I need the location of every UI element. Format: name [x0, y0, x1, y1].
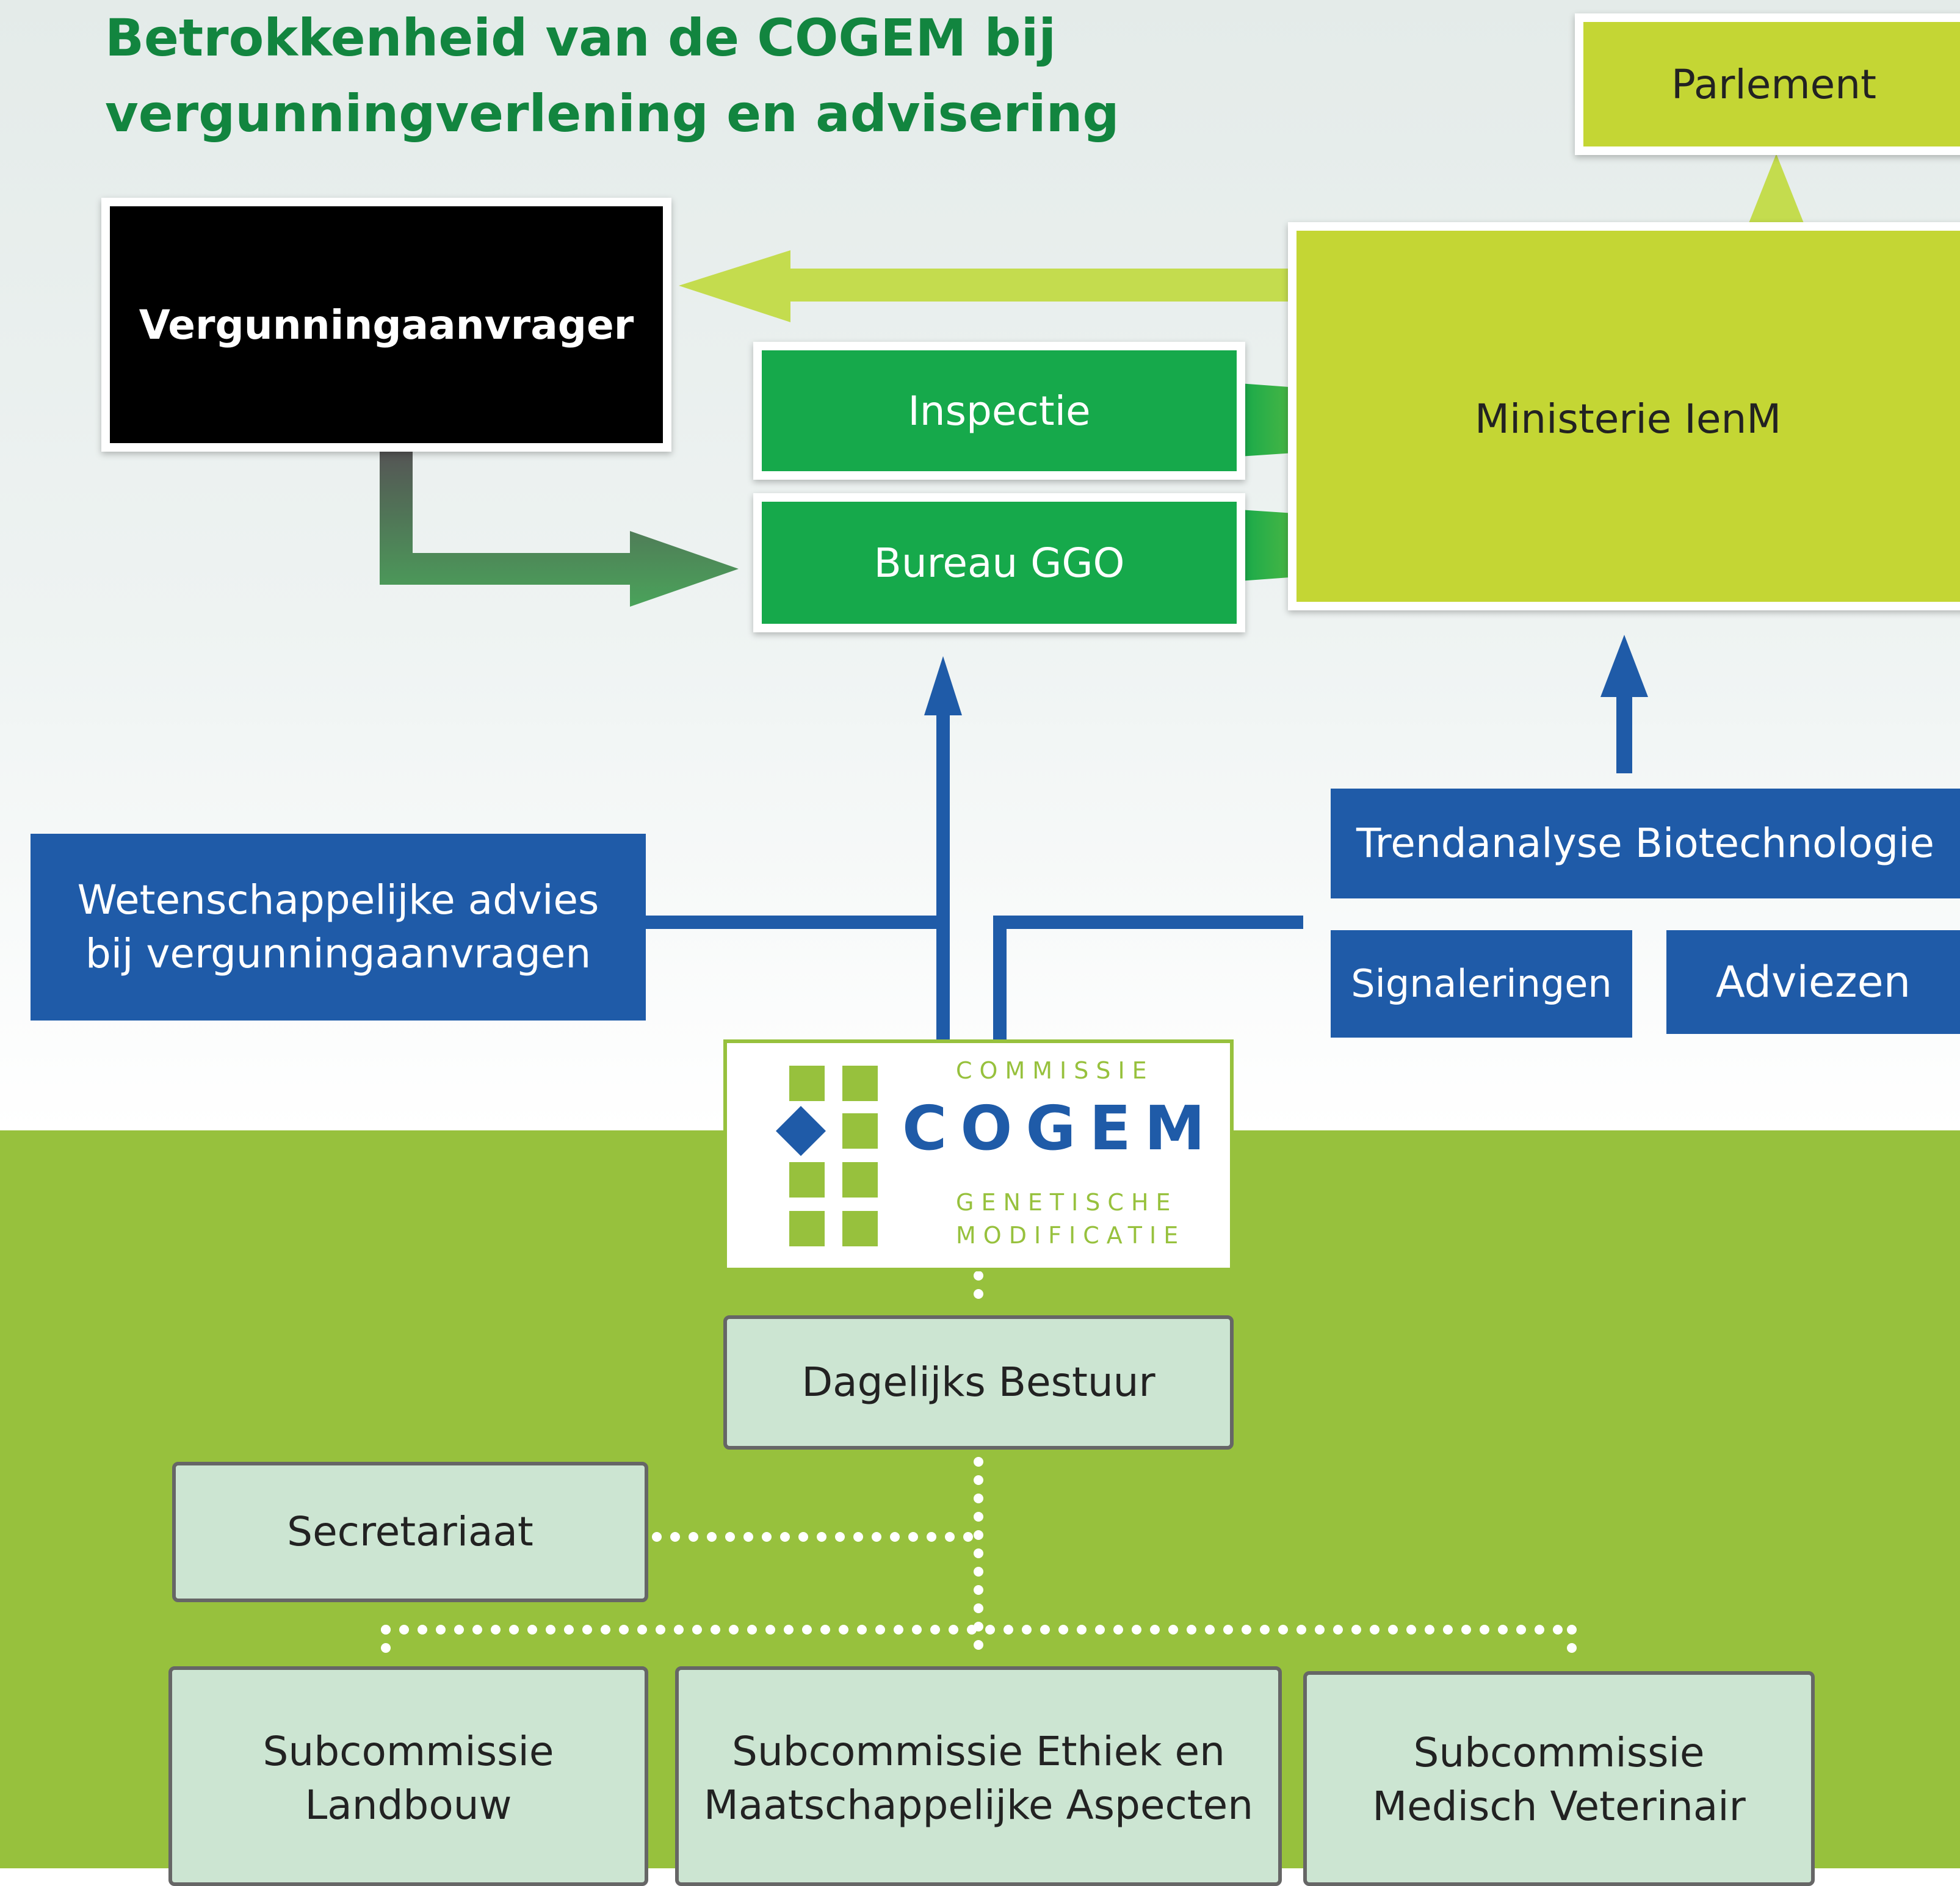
ministerie-label: Ministerie IenM	[1475, 396, 1782, 443]
ethiek-line-1: Subcommissie Ethiek en	[732, 1728, 1225, 1775]
vergunningaanvrager-box: Vergunningaanvrager	[101, 198, 671, 452]
logo-modificatie-text: MODIFICATIE	[956, 1222, 1186, 1249]
blue-line-wetenschappelijke	[644, 916, 943, 929]
ethiek-line-2: Maatschappelijke Aspecten	[703, 1782, 1254, 1829]
subcommissie-ethiek-box: Subcommissie Ethiek en Maatschappelijke …	[675, 1666, 1282, 1886]
adviezen-label: Adviezen	[1715, 957, 1911, 1007]
blue-line-up-bureau	[936, 711, 950, 1044]
subcommissie-landbouw-box: Subcommissie Landbouw	[168, 1666, 648, 1886]
page-title: Betrokkenheid van de COGEM bij vergunnin…	[105, 0, 1143, 151]
logo-square	[842, 1162, 878, 1198]
ministerie-box: Ministerie IenM	[1288, 222, 1960, 610]
blue-arrowhead-bureau	[924, 656, 962, 715]
secretariaat-label: Secretariaat	[287, 1508, 533, 1555]
wetenschappelijke-box: Wetenschappelijke advies bij vergunninga…	[31, 834, 646, 1021]
logo-commissie-text: COMMISSIE	[956, 1057, 1154, 1084]
medisch-line-1: Subcommissie	[1413, 1729, 1705, 1776]
arrow-to-vergunningaanvrager	[679, 250, 1300, 322]
logo-cogem-text: COGEM	[902, 1093, 1219, 1164]
logo-genetische-text: GENETISCHE	[956, 1189, 1178, 1216]
blue-line-vertical-right	[993, 916, 1007, 1044]
inspectie-box: Inspectie	[753, 342, 1245, 480]
bureau-ggo-label: Bureau GGO	[873, 539, 1125, 587]
logo-square	[842, 1066, 878, 1101]
trendanalyse-label: Trendanalyse Biotechnologie	[1356, 820, 1935, 867]
vergunningaanvrager-label: Vergunningaanvrager	[139, 301, 634, 349]
logo-square	[789, 1066, 825, 1101]
dagelijks-bestuur-label: Dagelijks Bestuur	[801, 1359, 1155, 1406]
dotted-connectors	[381, 1271, 1577, 1668]
subcommissie-medisch-box: Subcommissie Medisch Veterinair	[1303, 1671, 1815, 1886]
wetenschappelijke-line-1: Wetenschappelijke advies	[77, 876, 599, 923]
logo-square	[789, 1211, 825, 1246]
signaleringen-label: Signaleringen	[1351, 961, 1612, 1006]
parlement-label: Parlement	[1671, 60, 1876, 108]
parlement-box: Parlement	[1575, 13, 1960, 155]
signaleringen-box: Signaleringen	[1331, 930, 1632, 1038]
wetenschappelijke-line-2: bij vergunningaanvragen	[85, 930, 591, 977]
logo-square	[842, 1211, 878, 1246]
adviezen-box: Adviezen	[1666, 930, 1960, 1034]
arrow-to-parlement	[1746, 154, 1807, 231]
title-line-2: vergunningverlening en advisering	[105, 84, 1119, 143]
landbouw-line-2: Landbouw	[305, 1782, 512, 1829]
logo-square	[842, 1113, 878, 1149]
trendanalyse-box: Trendanalyse Biotechnologie	[1331, 789, 1960, 898]
blue-arrowhead-ministerie	[1600, 635, 1648, 697]
landbouw-line-1: Subcommissie	[262, 1728, 554, 1775]
blue-line-trend	[993, 916, 1303, 929]
dagelijks-bestuur-box: Dagelijks Bestuur	[723, 1315, 1234, 1450]
secretariaat-box: Secretariaat	[172, 1462, 648, 1602]
bureau-ggo-box: Bureau GGO	[753, 493, 1245, 632]
title-line-1: Betrokkenheid van de COGEM bij	[105, 8, 1057, 68]
blue-line-up-ministerie	[1616, 693, 1632, 773]
logo-square	[789, 1162, 825, 1198]
arrow-to-bureau-ggo	[380, 452, 739, 607]
inspectie-label: Inspectie	[908, 387, 1091, 435]
medisch-line-2: Medisch Veterinair	[1372, 1783, 1746, 1830]
